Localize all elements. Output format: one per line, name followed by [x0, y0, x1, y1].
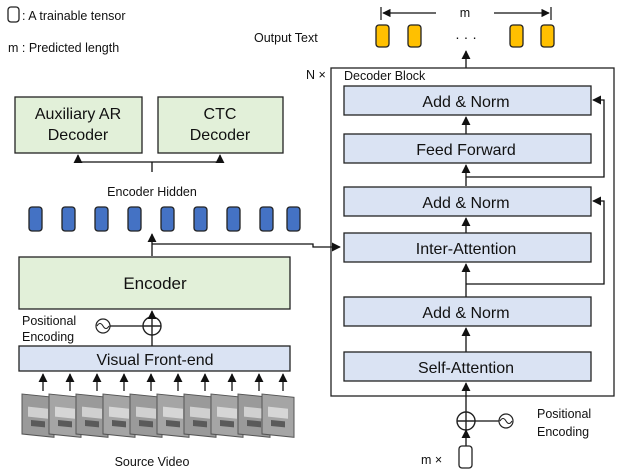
- encoder-box: [18, 256, 291, 310]
- output-text-label: Output Text: [254, 31, 318, 45]
- ctc-decoder-line2: Decoder: [190, 127, 251, 144]
- enc-positional-line2: Encoding: [22, 330, 74, 344]
- source-video-frames: [21, 393, 295, 438]
- n-times-label: N ×: [306, 68, 326, 82]
- add-norm-mid-box: [343, 186, 592, 217]
- hidden-tensor: [127, 206, 142, 232]
- visual-frontend-box: [18, 345, 291, 372]
- inter-attention-box: [343, 232, 592, 263]
- output-tensors: [375, 24, 555, 48]
- self-attention-box: [343, 351, 592, 382]
- frame-arrows: [38, 373, 288, 391]
- enc-positional-line1: Positional: [22, 314, 76, 328]
- hidden-tensor: [160, 206, 175, 232]
- output-tensor: [540, 24, 555, 48]
- add-norm-bottom-label: Add & Norm: [422, 305, 509, 322]
- hidden-tensor: [28, 206, 43, 232]
- dec-positional-line1: Positional: [537, 407, 591, 421]
- ctc-decoder-line1: CTC: [204, 106, 237, 123]
- feed-forward-box: [343, 133, 592, 164]
- legend-length-text: m : Predicted length: [8, 41, 119, 55]
- decoder-block-frame: [330, 67, 615, 397]
- m-length-label: m: [460, 6, 470, 20]
- output-tensor: [375, 24, 390, 48]
- aux-decoder-line2: Decoder: [48, 127, 109, 144]
- auxiliary-ar-decoder-box: [14, 96, 143, 154]
- output-tensor: [407, 24, 422, 48]
- ellipsis: · · ·: [455, 29, 477, 45]
- visual-frontend-label: Visual Front-end: [96, 352, 213, 369]
- encoder-hidden-label: Encoder Hidden: [107, 185, 197, 199]
- decoder-input-tensor: [458, 445, 473, 469]
- feed-forward-label: Feed Forward: [416, 142, 516, 159]
- ctc-decoder-box: [157, 96, 284, 154]
- self-attention-label: Self-Attention: [418, 360, 514, 377]
- add-norm-top-box: [343, 85, 592, 116]
- add-norm-bottom-box: [343, 296, 592, 327]
- dec-positional-line2: Encoding: [537, 425, 589, 439]
- decoder-block-title: Decoder Block: [344, 69, 426, 83]
- add-norm-mid-label: Add & Norm: [422, 195, 509, 212]
- add-norm-top-label: Add & Norm: [422, 94, 509, 111]
- output-tensor: [509, 24, 524, 48]
- hidden-tensor: [286, 206, 301, 232]
- encoder-hidden-tensors: [28, 206, 301, 232]
- hidden-tensor: [226, 206, 241, 232]
- hidden-tensor: [193, 206, 208, 232]
- legend-tensor-text: : A trainable tensor: [22, 9, 126, 23]
- trainable-tensor-legend-icon: [7, 6, 20, 23]
- inter-attention-label: Inter-Attention: [416, 241, 517, 258]
- hidden-tensor: [61, 206, 76, 232]
- aux-decoder-line1: Auxiliary AR: [35, 106, 121, 123]
- hidden-tensor: [259, 206, 274, 232]
- hidden-tensor: [94, 206, 109, 232]
- m-times-label: m ×: [421, 453, 442, 467]
- source-video-label: Source Video: [115, 455, 190, 469]
- encoder-label: Encoder: [123, 274, 187, 293]
